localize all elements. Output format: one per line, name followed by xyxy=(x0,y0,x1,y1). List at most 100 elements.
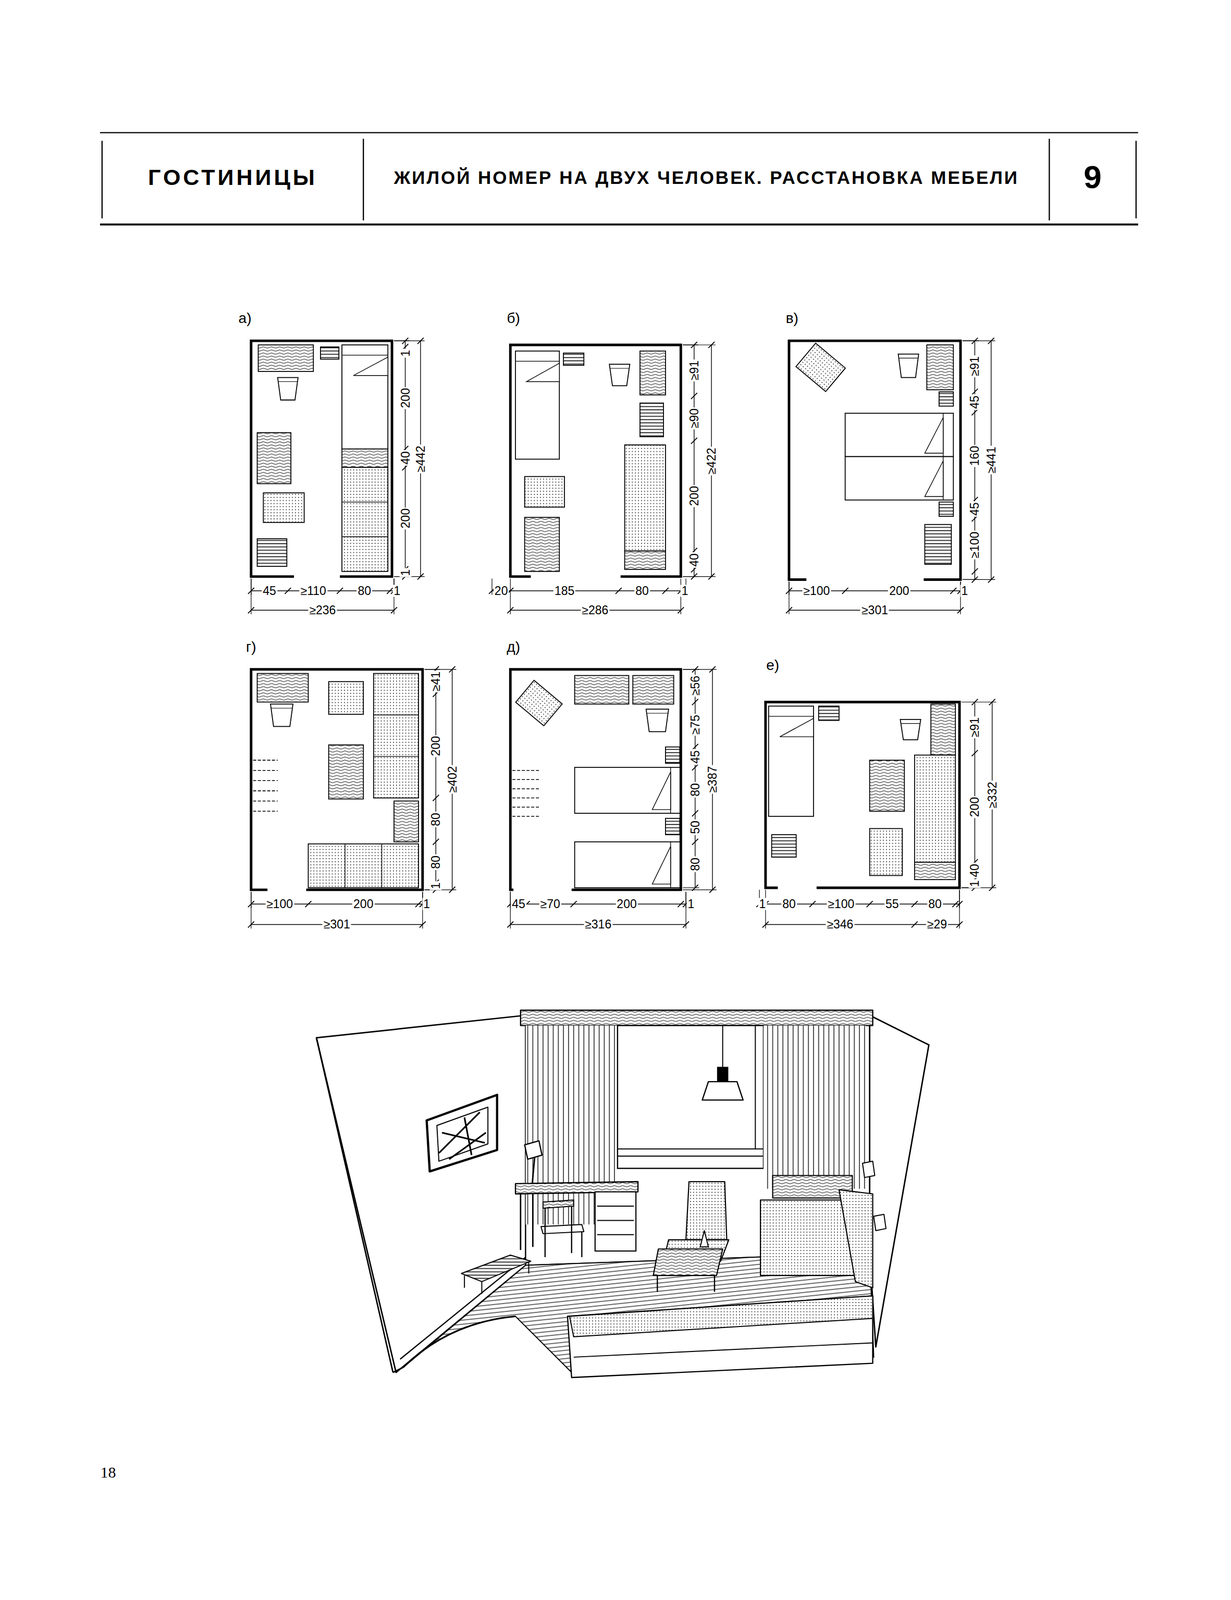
chair xyxy=(270,704,293,727)
dimension-tick xyxy=(432,839,439,846)
dots-block xyxy=(373,673,419,799)
dimension-tick xyxy=(911,921,918,929)
extension-line xyxy=(788,581,790,615)
dimension-label: 200 xyxy=(687,485,700,508)
desk-leg xyxy=(519,1193,522,1251)
room-plan: в) xyxy=(789,340,961,580)
bed xyxy=(574,842,682,889)
dimension-tick xyxy=(677,901,684,908)
dimension-label: 1 xyxy=(680,584,690,597)
furniture xyxy=(394,801,419,842)
dimension-label: 50 xyxy=(688,820,701,836)
luggage-rack-slat xyxy=(512,816,539,818)
plan-letter: г) xyxy=(245,637,257,657)
room-wall xyxy=(251,669,423,891)
extension-line xyxy=(250,892,252,930)
door-swing xyxy=(403,1316,516,1369)
header-text: ГОСТИНИЦЫ xyxy=(148,163,318,193)
dimension-tick xyxy=(911,901,918,908)
furniture xyxy=(665,818,680,835)
dimension-label: 1 xyxy=(392,584,402,597)
dimension-label: 1 xyxy=(686,898,696,911)
furniture xyxy=(914,862,956,880)
extension-line xyxy=(394,340,425,342)
sheet-fold xyxy=(652,772,671,810)
furniture xyxy=(930,704,956,756)
furniture xyxy=(609,364,630,386)
header-cell: ЖИЛОЙ НОМЕР НА ДВУХ ЧЕЛОВЕК. РАССТАНОВКА… xyxy=(363,132,1050,223)
furniture xyxy=(341,449,388,468)
dimension-tick xyxy=(570,901,577,908)
dimension-label: 40 xyxy=(687,552,700,569)
extension-line xyxy=(424,669,457,670)
furniture xyxy=(639,403,664,438)
chair-seat xyxy=(540,1224,584,1235)
dimension-label: ≥100 xyxy=(826,898,856,911)
stripes-block xyxy=(639,403,664,438)
dots-block xyxy=(869,828,903,876)
furniture xyxy=(771,834,797,858)
dimension-label: 45 xyxy=(261,584,278,597)
sheet-fold xyxy=(924,417,943,454)
furniture xyxy=(263,493,304,523)
dimension-tick xyxy=(692,810,699,817)
wood-block xyxy=(341,449,388,468)
header-cell: 9 xyxy=(1049,132,1136,223)
dimension-label: 1 xyxy=(959,584,969,597)
dimension-label: ≥100 xyxy=(968,530,981,560)
desk-lamp-shade xyxy=(524,1141,543,1160)
extension-line xyxy=(491,578,492,595)
left-wall xyxy=(316,1015,526,1373)
chair-leg xyxy=(544,1208,546,1258)
furniture xyxy=(257,538,288,567)
dimension-label: 45 xyxy=(510,898,527,911)
furniture xyxy=(574,842,682,889)
dimension-tick xyxy=(692,839,699,846)
luggage-rack-slat xyxy=(253,759,278,761)
furniture xyxy=(320,347,339,360)
dimension-label: 200 xyxy=(399,507,412,530)
stripes-block xyxy=(257,538,288,567)
wood-block xyxy=(632,675,674,705)
bed xyxy=(515,351,560,460)
window-sill xyxy=(617,1155,764,1157)
dimension-label: 200 xyxy=(352,898,375,911)
curtain-rod-box xyxy=(520,1010,873,1026)
furniture xyxy=(524,476,565,508)
dimension-label: ≥301 xyxy=(322,918,352,931)
dimension-label: ≥100 xyxy=(265,898,294,911)
dimension-line xyxy=(491,590,686,592)
dimension-tick xyxy=(842,587,849,595)
extension-line xyxy=(250,578,252,615)
luggage-rack-slat xyxy=(512,788,539,790)
furniture xyxy=(869,760,905,812)
floor-plan xyxy=(507,666,717,929)
dimension-label: ≥346 xyxy=(825,918,855,931)
dimension-label: ≥442 xyxy=(414,445,427,474)
plan-letter: а) xyxy=(238,309,252,328)
dimension-tick xyxy=(971,568,979,575)
dimension-label: 80 xyxy=(356,584,373,597)
dimension-label: ≥332 xyxy=(986,780,999,810)
dimension-label: ≥387 xyxy=(706,765,719,795)
window-mullion xyxy=(754,1025,756,1150)
dimension-label: ≥91 xyxy=(968,716,981,739)
extension-line xyxy=(682,576,716,577)
furniture xyxy=(515,351,560,460)
wall-picture xyxy=(436,1107,488,1162)
frame-line xyxy=(1135,140,1137,219)
dimension-label: 200 xyxy=(429,735,442,758)
dimension-label: ≥75 xyxy=(688,713,701,736)
stripes-block xyxy=(320,347,339,360)
furniture xyxy=(914,755,956,863)
furniture xyxy=(257,432,292,484)
dimension-label: 1 xyxy=(422,898,432,911)
furniture xyxy=(574,767,682,814)
plan-letter: б) xyxy=(506,309,520,328)
curtain xyxy=(763,1025,866,1189)
dimension-label: 185 xyxy=(553,584,576,597)
furniture xyxy=(328,681,364,715)
floor-plan xyxy=(248,666,457,929)
lamp-shade xyxy=(702,1081,743,1101)
dimension-tick xyxy=(692,699,699,706)
